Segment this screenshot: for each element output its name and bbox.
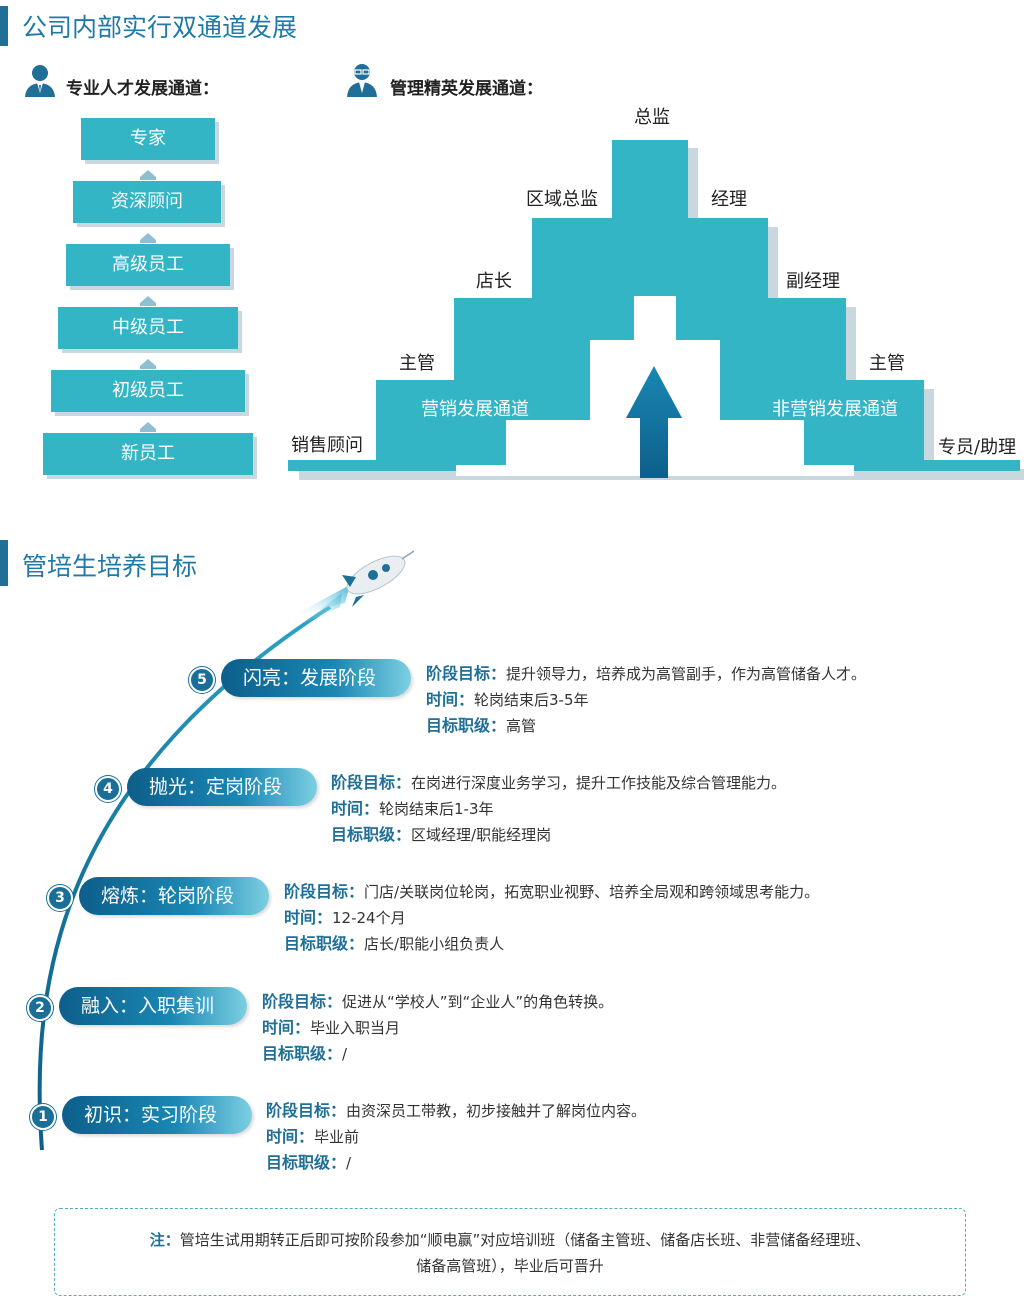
- up-arrow-icon: [140, 422, 156, 432]
- up-arrow-icon: [140, 170, 156, 180]
- left-channel-title: 专业人才发展通道：: [66, 79, 219, 99]
- stage-details-4: 阶段目标：在岗进行深度业务学习，提升工作技能及综合管理能力。 时间：轮岗结束后1…: [331, 773, 787, 844]
- stage-pill-2: 融入：入职集训: [59, 987, 247, 1025]
- stage-number-1: 1: [30, 1104, 56, 1130]
- pyramid-label-manager: 经理: [711, 189, 747, 210]
- ladder-level-senior-staff: 高级员工: [66, 244, 230, 286]
- stage-number-4: 4: [95, 776, 121, 802]
- marketing-track-label: 营销发展通道: [421, 399, 529, 420]
- up-arrow-icon: [140, 359, 156, 369]
- section1-bar: [0, 6, 8, 46]
- stage-pill-4: 抛光：定岗阶段: [127, 768, 317, 806]
- stage-number-3: 3: [47, 885, 73, 911]
- right-channel-title: 管理精英发展通道：: [390, 79, 543, 99]
- ladder-level-mid-staff: 中级员工: [58, 307, 238, 349]
- section2-title: 管培生培养目标: [22, 552, 198, 581]
- pyramid-label-supervisor-left: 主管: [399, 353, 435, 374]
- section1-title: 公司内部实行双通道发展: [22, 13, 298, 42]
- management-pyramid: [288, 140, 1024, 480]
- stage-pill-3: 熔炼：轮岗阶段: [79, 877, 269, 915]
- pyramid-label-regional-director: 区域总监: [526, 189, 598, 210]
- professional-person-icon: [25, 65, 55, 97]
- rocket-icon: [290, 550, 415, 625]
- ladder-level-new-staff: 新员工: [43, 433, 253, 475]
- pyramid-label-supervisor-right: 主管: [869, 353, 905, 374]
- stage-number-2: 2: [27, 995, 53, 1021]
- stage-pill-1: 初识：实习阶段: [62, 1096, 252, 1134]
- ladder-level-expert: 专家: [81, 118, 215, 160]
- stage-details-1: 阶段目标：由资深员工带教，初步接触并了解岗位内容。 时间：毕业前 目标职级：/: [266, 1101, 647, 1172]
- pyramid-label-specialist: 专员/助理: [938, 437, 1017, 458]
- ladder-level-senior-consultant: 资深顾问: [73, 181, 221, 223]
- up-arrow-icon: [140, 233, 156, 243]
- pyramid-label-sales-consultant: 销售顾问: [291, 435, 363, 456]
- stage-details-2: 阶段目标：促进从“学校人”到“企业人”的角色转换。 时间：毕业入职当月 目标职级…: [262, 992, 614, 1063]
- up-arrow-icon: [140, 296, 156, 306]
- stage-pill-5: 闪亮：发展阶段: [221, 659, 411, 697]
- pyramid-label-director: 总监: [634, 107, 670, 128]
- stage-details-3: 阶段目标：门店/关联岗位轮岗，拓宽职业视野、培养全局观和跨领域思考能力。 时间：…: [284, 882, 820, 953]
- up-arrow-icon: [626, 366, 682, 478]
- ladder-level-junior-staff: 初级员工: [51, 370, 245, 412]
- stage-number-5: 5: [189, 667, 215, 693]
- non-marketing-track-label: 非营销发展通道: [772, 399, 898, 420]
- section2-bar: [0, 540, 8, 586]
- training-note: 注：管培生试用期转正后即可按阶段参加“顺电赢”对应培训班（储备主管班、储备店长班…: [54, 1208, 966, 1296]
- pyramid-label-deputy-manager: 副经理: [786, 271, 840, 292]
- pyramid-label-store-manager: 店长: [476, 271, 512, 292]
- stage-details-5: 阶段目标：提升领导力，培养成为高管副手，作为高管储备人才。 时间：轮岗结束后3-…: [426, 664, 867, 735]
- manager-person-icon: [347, 64, 377, 97]
